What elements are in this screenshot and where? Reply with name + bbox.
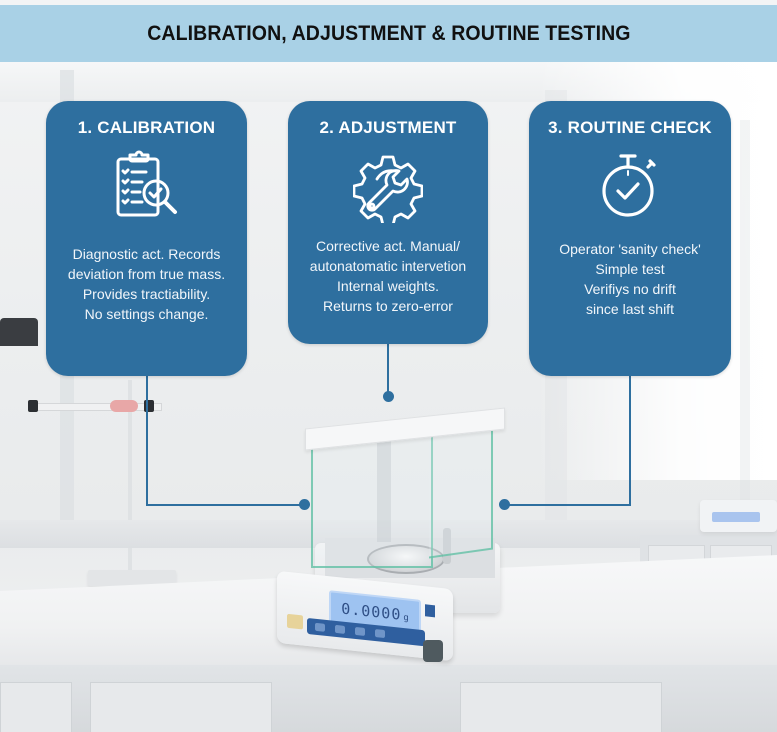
connector-dot-adjustment	[383, 391, 394, 402]
cal-button[interactable]	[335, 624, 345, 634]
card-title: 3. ROUTINE CHECK	[548, 118, 712, 137]
card-line: No settings change.	[84, 306, 209, 322]
connector-calibration	[146, 504, 304, 506]
connector-routine	[504, 504, 631, 506]
card-line: Internal weights.	[337, 278, 439, 294]
card-line: Corrective act. Manual/	[316, 238, 460, 254]
card-routine-check: 3. ROUTINE CHECK Operator 'sanity check'…	[529, 101, 731, 376]
retort-stand-rod	[128, 380, 132, 590]
tare-button[interactable]	[315, 622, 325, 632]
balance-unit: g	[403, 613, 409, 624]
background-balance	[700, 500, 777, 532]
draft-shield-front-glass	[311, 436, 433, 568]
page-title: CALIBRATION, ADJUSTMENT & ROUTINE TESTIN…	[146, 21, 631, 45]
background-pillar	[740, 120, 750, 520]
card-title: 2. ADJUSTMENT	[319, 118, 457, 137]
connector-dot-routine	[499, 499, 510, 510]
connector-calibration	[146, 376, 148, 506]
connector-adjustment	[387, 344, 389, 394]
connector-routine	[629, 376, 631, 506]
retort-clamp	[30, 403, 162, 411]
clipboard-checklist-magnifier-icon	[110, 149, 184, 228]
balance-reading: 0.0000	[341, 599, 402, 624]
drawer	[0, 682, 72, 732]
card-line: Verifiys no drift	[584, 281, 676, 297]
card-line: since last shift	[586, 301, 674, 317]
card-title: 1. CALIBRATION	[77, 118, 216, 137]
clamp-knob	[144, 400, 154, 412]
background-device	[0, 318, 38, 346]
balance-foot	[423, 640, 443, 662]
card-line: Provides tractiability.	[82, 286, 211, 302]
shield-rail	[377, 434, 391, 542]
card-calibration: 1. CALIBRATION Diagnostic act. Records d…	[46, 101, 247, 376]
brand-logo	[425, 604, 435, 618]
card-line: Returns to zero-error	[323, 298, 453, 314]
card-line: Simple test	[595, 261, 665, 277]
drawer	[90, 682, 272, 732]
card-line: Diagnostic act. Records	[72, 246, 221, 262]
draft-shield-side-glass	[429, 423, 493, 559]
card-line: Operator 'sanity check'	[559, 241, 701, 257]
stopwatch-check-icon	[599, 153, 661, 224]
print-button[interactable]	[375, 629, 385, 639]
draft-shield-handle	[443, 528, 451, 564]
gear-wrench-icon	[352, 153, 424, 228]
retort-stand-base	[88, 570, 176, 586]
clamp-knob	[28, 400, 38, 412]
drawer	[460, 682, 662, 732]
card-line: autonatomatic intervetion	[309, 258, 467, 274]
mode-button[interactable]	[355, 626, 365, 636]
clamp-holder	[110, 400, 138, 412]
title-bar: CALIBRATION, ADJUSTMENT & ROUTINE TESTIN…	[0, 5, 777, 62]
connector-dot-calibration	[299, 499, 310, 510]
card-adjustment: 2. ADJUSTMENT Corrective act. Manual/ au…	[288, 101, 488, 344]
card-line: deviation from true mass.	[67, 266, 226, 282]
analytical-balance: 0.0000 g	[275, 407, 515, 668]
power-button[interactable]	[287, 613, 303, 630]
